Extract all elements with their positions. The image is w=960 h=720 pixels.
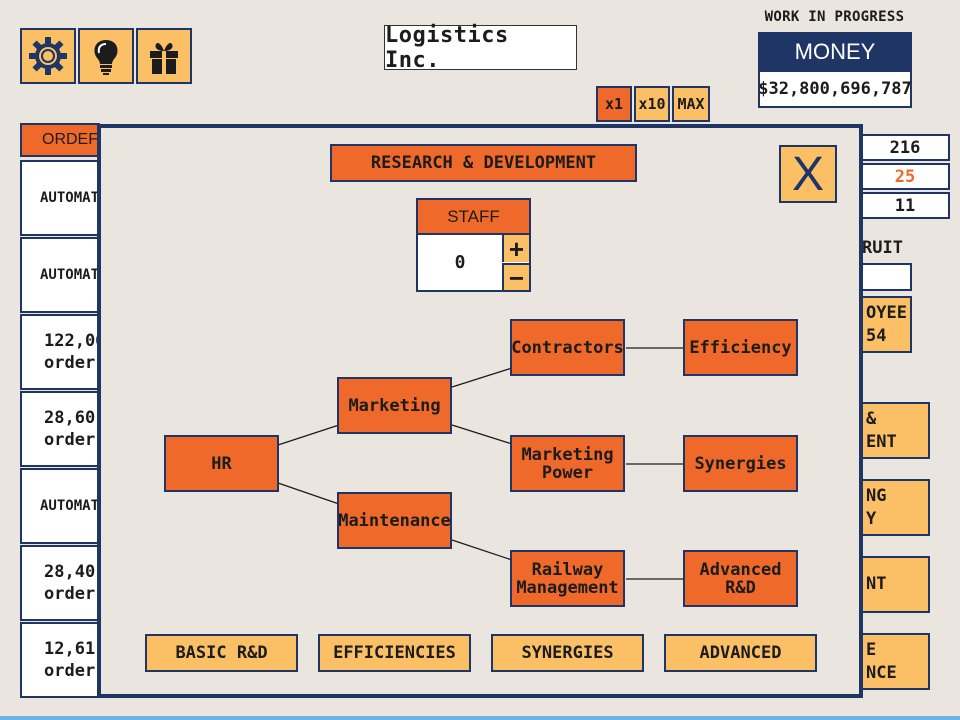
gear-icon bbox=[29, 37, 67, 75]
order-row-line2: order bbox=[44, 584, 96, 604]
side-menu-button-line1: NG bbox=[866, 485, 887, 506]
order-row-line1: AUTOMAT bbox=[40, 190, 100, 206]
tree-node-efficiency[interactable]: Efficiency bbox=[683, 319, 798, 376]
order-row-line1: 28,60 bbox=[44, 408, 96, 428]
employee-button-line2: 54 bbox=[866, 325, 887, 346]
order-row[interactable]: 28,60 order bbox=[20, 391, 102, 467]
order-row-line1: 122,06 bbox=[44, 331, 102, 351]
stat-value-highlight: 25 bbox=[860, 163, 950, 190]
stat-value: 216 bbox=[860, 134, 950, 161]
staff-value: 0 bbox=[454, 252, 466, 273]
tree-node-marketing-power[interactable]: Marketing Power bbox=[510, 435, 625, 492]
staff-increment-button[interactable]: + bbox=[502, 235, 529, 262]
side-menu-button[interactable]: NG Y bbox=[858, 479, 930, 536]
modal-title: RESEARCH & DEVELOPMENT bbox=[330, 144, 637, 182]
order-row-line2: order bbox=[44, 661, 96, 681]
order-row[interactable]: 28,40 order bbox=[20, 545, 102, 621]
tree-node-maintenance[interactable]: Maintenance bbox=[337, 492, 452, 549]
tab-efficiencies[interactable]: EFFICIENCIES bbox=[318, 634, 471, 672]
tab-advanced[interactable]: ADVANCED bbox=[664, 634, 817, 672]
tab-synergies[interactable]: SYNERGIES bbox=[491, 634, 644, 672]
tree-node-contractors[interactable]: Contractors bbox=[510, 319, 625, 376]
recruit-input[interactable] bbox=[860, 263, 912, 291]
order-row-line2: order bbox=[44, 430, 96, 450]
staff-decrement-button[interactable]: − bbox=[502, 263, 529, 291]
side-menu-button-line1: E bbox=[866, 639, 877, 660]
research-development-modal: RESEARCH & DEVELOPMENT X STAFF 0 + − HR … bbox=[97, 124, 863, 698]
recruit-label: RUIT bbox=[862, 238, 903, 258]
money-value: $32,800,696,787 bbox=[758, 72, 912, 108]
close-icon: X bbox=[791, 147, 824, 201]
order-row-line1: AUTOMAT bbox=[40, 267, 100, 283]
order-row[interactable]: 12,61 order bbox=[20, 622, 102, 698]
tree-node-marketing[interactable]: Marketing bbox=[337, 377, 452, 434]
side-menu-button-line2: NT bbox=[866, 574, 887, 594]
staff-stepper: 0 + − bbox=[416, 235, 531, 292]
bottom-strip bbox=[0, 716, 960, 720]
order-row[interactable]: 122,06 order bbox=[20, 314, 102, 390]
order-row[interactable]: AUTOMAT bbox=[20, 237, 102, 313]
order-row[interactable]: AUTOMAT bbox=[20, 160, 102, 236]
staff-label: STAFF bbox=[416, 198, 531, 235]
side-menu-button-line1: & bbox=[866, 408, 877, 429]
side-menu-button[interactable]: & ENT bbox=[858, 402, 930, 459]
order-row-line1: AUTOMAT bbox=[40, 498, 100, 514]
lightbulb-icon bbox=[94, 40, 118, 75]
tree-node-hr[interactable]: HR bbox=[164, 435, 279, 492]
order-row-line1: 12,61 bbox=[44, 639, 96, 659]
side-menu-button-line2: Y bbox=[866, 508, 877, 529]
company-title: Logistics Inc. bbox=[384, 23, 577, 73]
side-menu-button[interactable]: NT bbox=[858, 556, 930, 613]
tree-node-railway-management[interactable]: Railway Management bbox=[510, 550, 625, 607]
tree-node-advanced-rd[interactable]: Advanced R&D bbox=[683, 550, 798, 607]
stat-value: 11 bbox=[860, 192, 950, 219]
multiplier-max-button[interactable]: MAX bbox=[672, 86, 710, 122]
tree-node-synergies[interactable]: Synergies bbox=[683, 435, 798, 492]
employee-button[interactable]: OYEE 54 bbox=[858, 296, 912, 353]
side-menu-button-line2: ENT bbox=[866, 431, 897, 452]
employee-button-line1: OYEE bbox=[866, 302, 907, 323]
order-row-line2: order bbox=[44, 353, 96, 373]
gift-button[interactable] bbox=[136, 28, 192, 84]
orders-header: ORDEF bbox=[20, 123, 100, 157]
tree-connectors bbox=[277, 347, 685, 580]
settings-button[interactable] bbox=[20, 28, 76, 84]
order-row[interactable]: AUTOMAT bbox=[20, 468, 102, 544]
tab-basic-rd[interactable]: BASIC R&D bbox=[145, 634, 298, 672]
gift-icon bbox=[150, 42, 178, 74]
side-menu-button-line2: NCE bbox=[866, 662, 897, 683]
money-label: MONEY bbox=[758, 32, 912, 72]
order-row-line1: 28,40 bbox=[44, 562, 96, 582]
close-button[interactable]: X bbox=[779, 145, 837, 203]
ideas-button[interactable] bbox=[78, 28, 134, 84]
multiplier-x10-button[interactable]: x10 bbox=[634, 86, 670, 122]
multiplier-x1-button[interactable]: x1 bbox=[596, 86, 632, 122]
work-in-progress-label: WORK IN PROGRESS bbox=[764, 9, 905, 25]
side-menu-button[interactable]: E NCE bbox=[858, 633, 930, 690]
